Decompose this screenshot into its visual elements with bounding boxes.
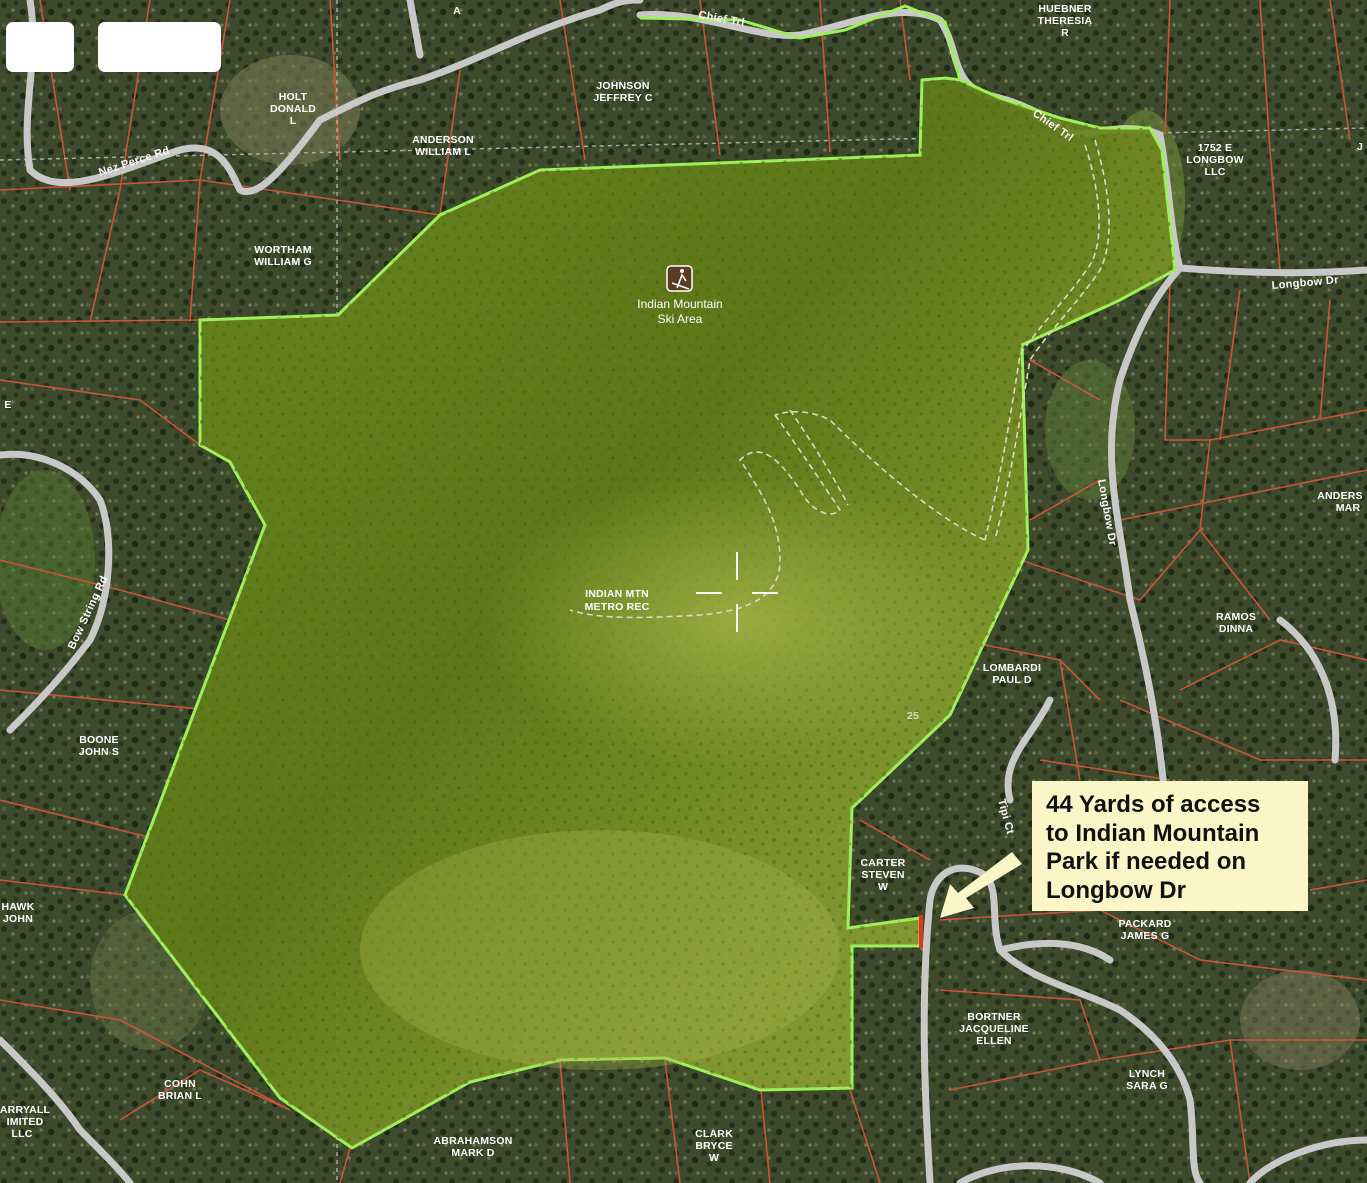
- ski-clearing: [480, 470, 1000, 770]
- owner-label: ANDERSON: [412, 134, 474, 146]
- access-callout: 44 Yards of access to Indian Mountain Pa…: [1032, 781, 1308, 911]
- callout-line-2: to Indian Mountain: [1046, 819, 1260, 847]
- owner-label: WILLIAM G: [254, 256, 312, 268]
- owner-label: ARRYALL: [0, 1104, 50, 1116]
- owner-label: ELLEN: [976, 1035, 1011, 1047]
- owner-label: HUEBNER: [1038, 3, 1092, 15]
- owner-label: L: [290, 115, 297, 127]
- poi-name-line1: Indian Mountain: [637, 297, 722, 311]
- owner-label: BORTNER: [967, 1011, 1021, 1023]
- callout-line-1: 44 Yards of access: [1046, 791, 1261, 818]
- toolbar-button-1[interactable]: [6, 22, 74, 72]
- owner-label: PACKARD: [1118, 918, 1171, 930]
- owner-label: BRIAN L: [158, 1090, 202, 1102]
- owner-label: W: [709, 1152, 719, 1164]
- road-label-longbow-right: Longbow Dr: [1271, 274, 1339, 292]
- owner-label: LLC: [1204, 166, 1225, 178]
- ski-area-marker[interactable]: Indian Mountain Ski Area: [637, 265, 723, 326]
- owner-label: SARA G: [1126, 1080, 1168, 1092]
- owner-label: A: [453, 5, 461, 17]
- owner-label: LOMBARDI: [983, 662, 1041, 674]
- route-number-label: 25: [907, 710, 919, 722]
- owner-label: W: [878, 881, 888, 893]
- owner-label: HOLT: [279, 91, 308, 103]
- parcel-label-line1: INDIAN MTN: [585, 588, 649, 600]
- owner-label: JACQUELINE: [959, 1023, 1029, 1035]
- owner-label: IMITED: [7, 1116, 44, 1128]
- callout-line-4: Longbow Dr: [1046, 876, 1186, 904]
- owner-label: LLC: [11, 1128, 32, 1140]
- callout-line-3: Park if needed on: [1046, 848, 1247, 875]
- owner-label: STEVEN: [861, 869, 904, 881]
- owner-label: ABRAHAMSON: [434, 1135, 513, 1147]
- owner-label: R: [1061, 27, 1069, 39]
- skier-icon: [666, 265, 693, 292]
- owner-label: HAWK: [2, 901, 35, 913]
- lower-meadow: [360, 830, 840, 1070]
- owner-label: JOHN: [3, 913, 33, 925]
- owner-label: JOHN S: [79, 746, 119, 758]
- owner-label: E: [4, 399, 11, 411]
- owner-label: COHN: [164, 1078, 196, 1090]
- owner-label: MARK D: [451, 1147, 494, 1159]
- owner-label: 1752 E: [1198, 142, 1232, 154]
- owner-label: WILLIAM L: [415, 146, 471, 158]
- ski-trails: [569, 139, 1110, 619]
- parcel-label-line2: METRO REC: [585, 601, 650, 613]
- owner-label: JOHNSON: [596, 80, 649, 92]
- owner-label: BRYCE: [695, 1140, 732, 1152]
- toolbar-button-2[interactable]: [98, 22, 221, 72]
- owner-label: LONGBOW: [1186, 154, 1243, 166]
- owner-label: PAUL D: [992, 674, 1032, 686]
- callout-arrow: [940, 852, 1022, 918]
- owner-label: CARTER: [861, 857, 906, 869]
- owner-labels: A HOLT DONALD L JOHNSON JEFFREY C HUEBNE…: [0, 3, 1363, 1164]
- owner-label: CLARK: [695, 1128, 733, 1140]
- owner-label: LYNCH: [1129, 1068, 1165, 1080]
- owner-label: ANDERS: [1317, 490, 1363, 502]
- crosshair-icon: [696, 552, 778, 632]
- owner-label: JAMES G: [1121, 930, 1170, 942]
- owner-label: JEFFREY C: [593, 92, 653, 104]
- owner-label: RAMOS: [1216, 611, 1256, 623]
- owner-label: DONALD: [270, 103, 316, 115]
- owner-label: BOONE: [79, 734, 119, 746]
- owner-label: DINNA: [1219, 623, 1253, 635]
- owner-label: MAR: [1336, 502, 1361, 514]
- poi-name-line2: Ski Area: [658, 312, 703, 326]
- owner-label: J: [1357, 141, 1363, 153]
- owner-label: WORTHAM: [254, 244, 311, 256]
- owner-label: THERESIA: [1038, 15, 1093, 27]
